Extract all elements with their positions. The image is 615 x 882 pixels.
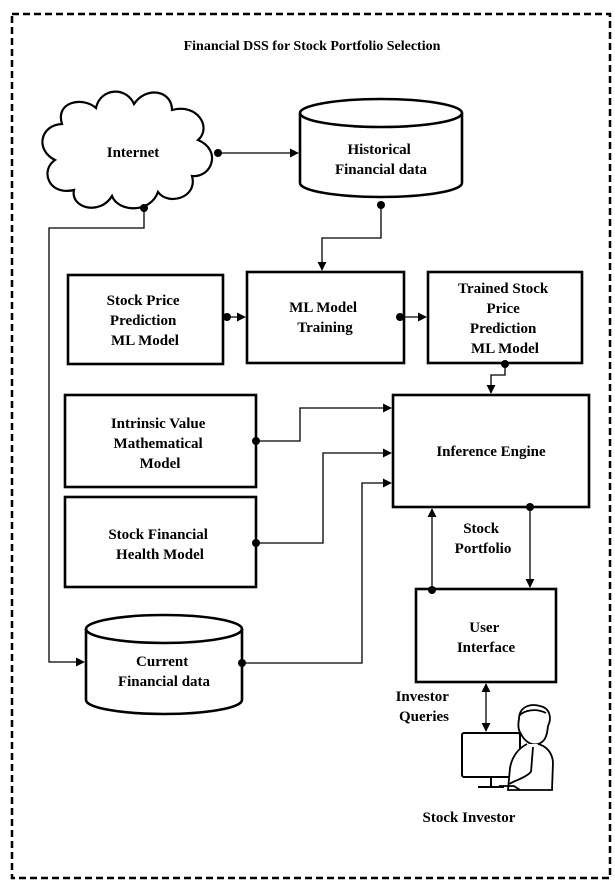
edge-intrinsic-inference	[256, 403, 392, 442]
historical-label: Historical Financial data	[335, 142, 428, 178]
internet-cloud-node: Internet	[41, 90, 214, 210]
cylinder-top	[84, 613, 244, 645]
stock-price-model-label: Stock Price Prediction ML Model	[107, 293, 184, 349]
edge-dot	[238, 659, 246, 667]
edge-dot	[214, 149, 222, 157]
edge-dot	[252, 437, 260, 445]
diagram-title: Financial DSS for Stock Portfolio Select…	[184, 39, 441, 54]
trained-model-box: Trained Stock Price Prediction ML Model	[426, 270, 584, 365]
edge-dot	[223, 313, 231, 321]
user-interface-box: User Interface	[414, 587, 558, 684]
inference-engine-box: Inference Engine	[391, 393, 591, 509]
current-label: Current Financial data	[118, 654, 211, 690]
inference-engine-label: Inference Engine	[436, 444, 546, 460]
edge-trained-inference	[486, 364, 506, 394]
edge-dot	[396, 313, 404, 321]
intrinsic-value-label: Intrinsic Value Mathematical Model	[111, 416, 209, 472]
edge-dot	[501, 360, 509, 368]
current-data-cylinder: Current Financial data	[84, 613, 244, 716]
stock-price-model-box: Stock Price Prediction ML Model	[66, 273, 225, 366]
stock-investor-illustration: Stock Investor	[423, 704, 554, 826]
internet-label: Internet	[107, 145, 160, 161]
stock-investor-label: Stock Investor	[423, 810, 516, 826]
edge-dot	[140, 204, 148, 212]
trained-model-label: Trained Stock Price Prediction ML Model	[458, 281, 552, 357]
edge-dot	[252, 539, 260, 547]
ml-training-box: ML Model Training	[245, 270, 406, 365]
intrinsic-value-box: Intrinsic Value Mathematical Model	[63, 393, 258, 489]
edge-dot	[377, 201, 385, 209]
cylinder-top	[298, 97, 464, 129]
investor-queries-label: Investor Queries	[396, 689, 453, 725]
ml-training-label: ML Model Training	[289, 300, 361, 336]
edge-current-inference	[242, 478, 392, 664]
cylinder-body	[84, 629, 244, 716]
edge-historical-training	[317, 205, 382, 271]
financial-health-label: Stock Financial Health Model	[108, 527, 211, 563]
edge-internet-current	[48, 208, 145, 667]
cloud-shape	[41, 90, 214, 210]
edge-dot	[526, 503, 534, 511]
financial-health-box: Stock Financial Health Model	[63, 495, 258, 589]
outer-frame	[10, 12, 612, 880]
person-icon	[499, 704, 554, 791]
cylinder-body	[298, 113, 464, 199]
edge-health-inference	[256, 448, 392, 544]
historical-data-cylinder: Historical Financial data	[298, 97, 464, 199]
edge-dot	[428, 586, 436, 594]
stock-portfolio-label: Stock Portfolio	[455, 521, 512, 557]
user-interface-label: User Interface	[457, 620, 516, 656]
